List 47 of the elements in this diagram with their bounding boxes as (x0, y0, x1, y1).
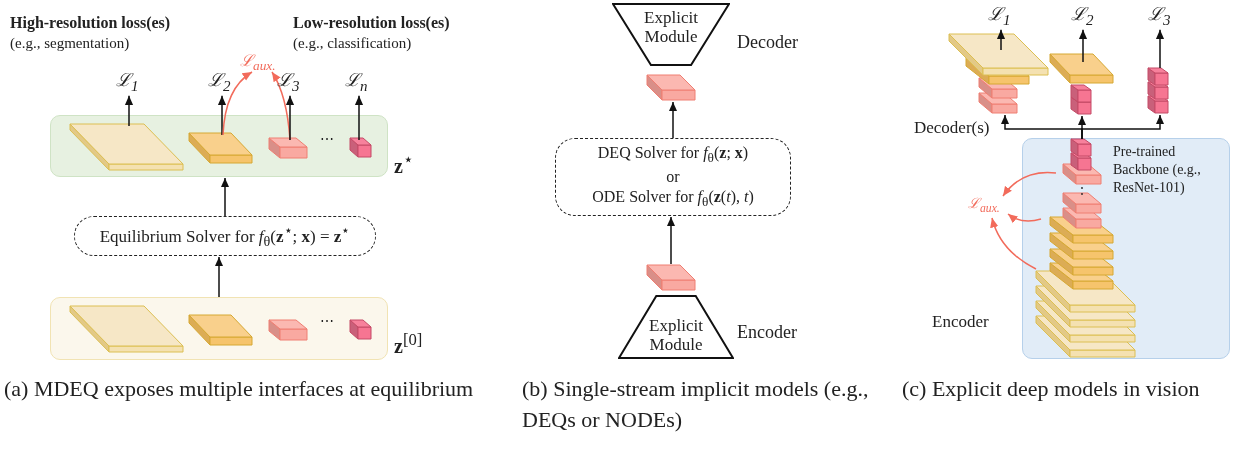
heading: Low-resolution loss(es) (293, 14, 450, 33)
loss-label: ℒ$_{aux.}$ (968, 196, 1000, 216)
loss-label: ℒ$_{n}$ (345, 70, 368, 95)
arrow (354, 95, 364, 141)
arrow (217, 95, 227, 136)
state-label: z$^{⋆}$ (394, 150, 414, 178)
solver-box: DEQ Solver for f$_{θ}$(z; x) or ODE Solver for f$_{θ}$(z(t), t) (555, 138, 791, 216)
loss-label: ℒ$_{1}$ (988, 4, 1011, 29)
loss-label: ℒ$_{1}$ (116, 70, 139, 95)
arrow (285, 95, 295, 141)
stage-label: Decoder(s) (914, 118, 990, 138)
ellipsis: ⋯ (320, 132, 334, 149)
caption: (b) Single-stream implicit models (e.g., DEQs or NODEs) (522, 375, 870, 434)
loss-label: ℒ$_{3}$ (277, 70, 300, 95)
loss-label: ℒ$_{aux.}$ (240, 52, 276, 74)
module-label: Explicit Module (643, 9, 699, 47)
stage-label: Encoder (737, 322, 797, 343)
loss-label: ℒ$_{2}$ (1071, 4, 1094, 29)
arrow (222, 71, 253, 136)
arrow (124, 95, 134, 127)
ellipsis: ⋯ (320, 314, 334, 331)
loss-label: ℒ$_{2}$ (208, 70, 231, 95)
arrow (668, 101, 678, 139)
note-text: (e.g., classification) (293, 35, 412, 53)
feature-band (50, 297, 388, 360)
arrow (990, 217, 1037, 270)
panel-label: Pre-trained Backbone (e.g., ResNet-101) (1113, 143, 1202, 198)
caption: (c) Explicit deep models in vision (902, 375, 1201, 403)
arrow (1078, 29, 1088, 63)
arrow (214, 256, 224, 298)
note-text: (e.g., segmentation) (10, 35, 130, 53)
arrow (1081, 114, 1165, 140)
state-label: z$^{[0]}$ (394, 330, 423, 358)
module-label: Explicit Module (648, 317, 704, 355)
feature-band (50, 115, 388, 177)
arrow (1155, 29, 1165, 69)
caption: (a) MDEQ exposes multiple interfaces at equilibrium (4, 375, 475, 403)
arrow (1002, 171, 1057, 197)
arrow (996, 29, 1006, 51)
arrow (1007, 213, 1042, 223)
stage-label: Encoder (932, 312, 989, 332)
heading: High-resolution loss(es) (10, 14, 171, 33)
loss-label: ℒ$_{3}$ (1148, 4, 1171, 29)
stage-label: Decoder (737, 32, 798, 53)
arrow (220, 177, 230, 217)
backbone-panel (1022, 138, 1230, 359)
solver-box: Equilibrium Solver for f$_{θ}$(z$^{⋆}$; x) = z$^{⋆}$ (74, 216, 376, 256)
